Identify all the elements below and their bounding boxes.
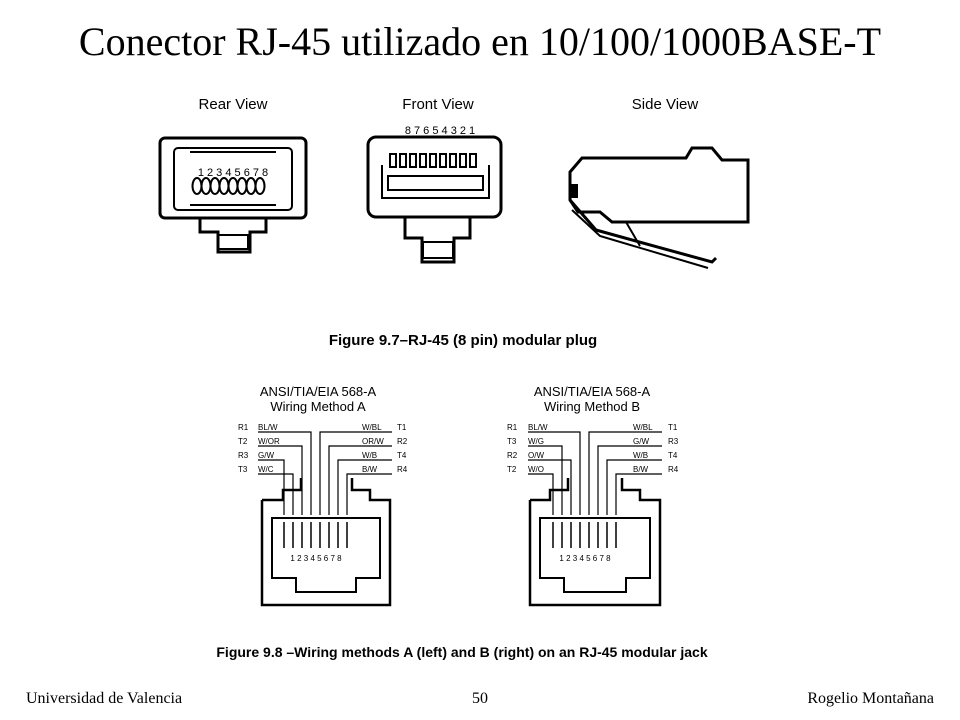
a-left-color-2: W/OR [258,437,280,446]
jack-method-a [258,431,392,607]
rear-view-plug [158,136,308,254]
b-right-id-4: R4 [668,465,679,474]
a-pin-numbers: 1 2 3 4 5 6 7 8 [290,554,342,563]
slide-title: Conector RJ-45 utilizado en 10/100/1000B… [78,19,882,64]
a-left-id-3: R3 [238,451,249,460]
a-right-id-2: R2 [397,437,408,446]
b-left-color-4: W/O [528,465,544,474]
b-right-id-3: T4 [668,451,678,460]
b-left-color-3: O/W [528,451,544,460]
a-right-id-3: T4 [397,451,407,460]
method-b-standard: ANSI/TIA/EIA 568-A [534,384,651,399]
b-left-id-3: R2 [507,451,518,460]
b-right-color-1: W/BL [633,423,653,432]
jack-method-b [528,431,662,607]
footer-page-number: 50 [472,690,488,707]
a-left-color-3: G/W [258,451,274,460]
b-left-id-4: T2 [507,465,517,474]
side-view-plug [568,146,750,269]
b-left-id-1: R1 [507,423,518,432]
a-left-color-1: BL/W [258,423,278,432]
b-right-color-2: G/W [633,437,649,446]
b-left-color-2: W/G [528,437,544,446]
method-a-title: Wiring Method A [270,399,366,414]
b-right-color-4: B/W [633,465,649,474]
footer-institution: Universidad de Valencia [26,690,183,707]
rear-pin-numbers: 1 2 3 4 5 6 7 8 [198,167,268,179]
rear-view-label: Rear View [199,96,268,113]
b-right-id-1: T1 [668,423,678,432]
b-pin-numbers: 1 2 3 4 5 6 7 8 [559,554,611,563]
front-view-plug [366,135,503,264]
b-right-id-2: R3 [668,437,679,446]
a-left-color-4: W/C [258,465,274,474]
a-right-id-1: T1 [397,423,407,432]
a-left-id-2: T2 [238,437,248,446]
jack-figure-caption: Figure 9.8 –Wiring methods A (left) and … [216,644,707,660]
plug-figure-caption: Figure 9.7–RJ-45 (8 pin) modular plug [329,332,597,349]
a-right-color-3: W/B [362,451,377,460]
a-right-color-4: B/W [362,465,378,474]
front-pin-numbers: 8 7 6 5 4 3 2 1 [405,125,475,137]
a-right-color-2: OR/W [362,437,384,446]
rear-pin-row [191,177,266,195]
a-right-id-4: R4 [397,465,408,474]
front-view-label: Front View [402,96,474,113]
method-b-title: Wiring Method B [544,399,640,414]
a-left-id-1: R1 [238,423,249,432]
b-right-color-3: W/B [633,451,648,460]
a-right-color-1: W/BL [362,423,382,432]
method-a-standard: ANSI/TIA/EIA 568-A [260,384,377,399]
footer-author: Rogelio Montañana [807,690,934,707]
side-view-label: Side View [632,96,699,113]
b-left-color-1: BL/W [528,423,548,432]
a-left-id-4: T3 [238,465,248,474]
b-left-id-2: T3 [507,437,517,446]
